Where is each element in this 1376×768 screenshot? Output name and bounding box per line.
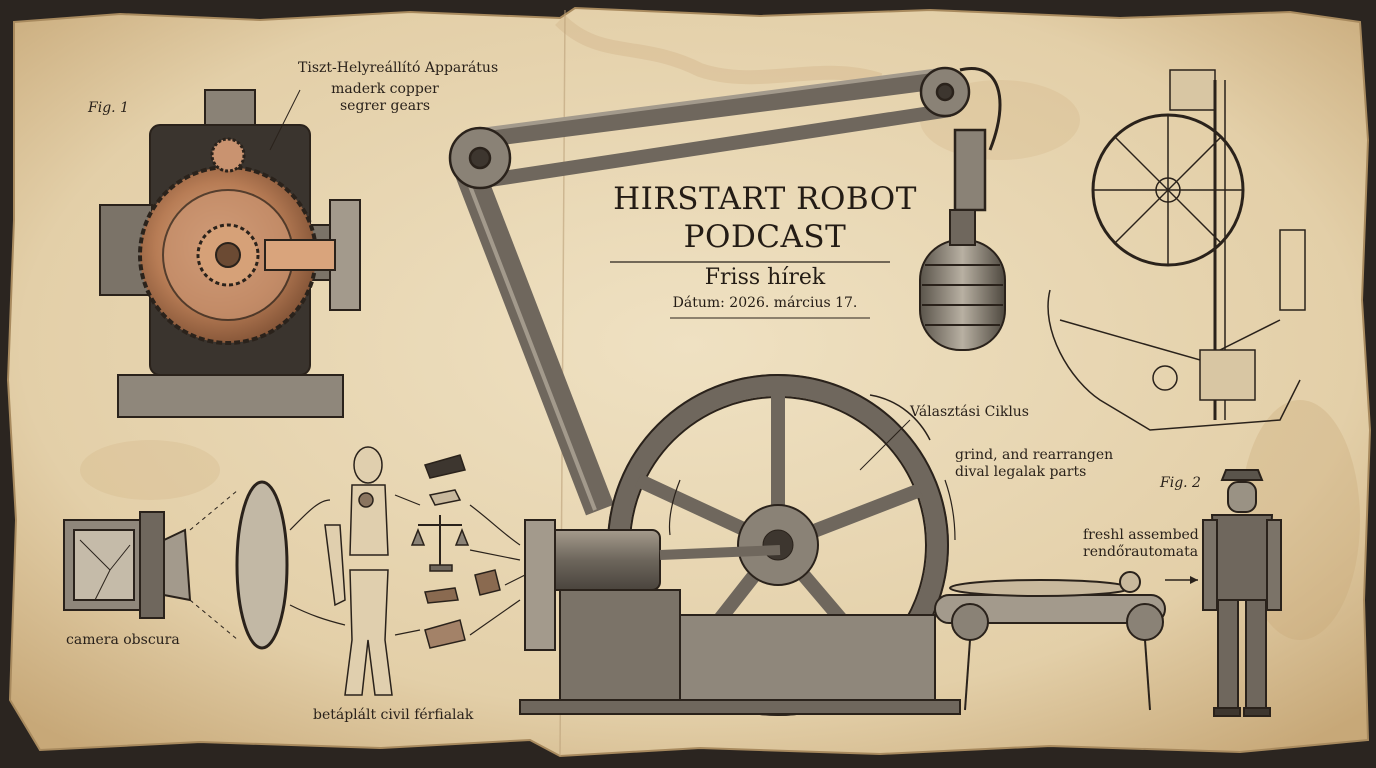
page-title: HIRSTART ROBOT PODCAST bbox=[613, 181, 917, 255]
cycle-label: Választási Ciklus bbox=[910, 404, 1029, 420]
fig-1-label: Fig. 1 bbox=[88, 100, 129, 116]
civilian-figure bbox=[324, 446, 393, 696]
parchment-background bbox=[6, 6, 1372, 758]
component-parts bbox=[410, 454, 501, 649]
camera-obscura-label: camera obscura bbox=[66, 632, 180, 648]
callout-line bbox=[859, 419, 911, 471]
conveyor-belt bbox=[934, 571, 1166, 711]
assembled-label: freshl assembed rendőrautomata bbox=[1083, 527, 1199, 560]
grind-label: grind, and rearrangen dival legalak part… bbox=[955, 447, 1114, 480]
fig-2-label: Fig. 2 bbox=[1160, 475, 1201, 491]
robot-policeman bbox=[1202, 469, 1282, 717]
paper-stain bbox=[80, 440, 220, 500]
machine-base bbox=[519, 519, 961, 715]
microphone bbox=[919, 209, 1006, 351]
gear-housing-diagram bbox=[99, 89, 361, 418]
copper-gears-label: maderk copper segrer gears bbox=[331, 81, 439, 114]
paper-stain bbox=[555, 14, 883, 87]
flow-arrows bbox=[289, 479, 956, 636]
arrow-head bbox=[1190, 576, 1198, 584]
apparatus-label: Tiszt-Helyreállító Apparátus bbox=[298, 60, 499, 76]
callout-line bbox=[269, 89, 301, 151]
date-label: Dátum: 2026. március 17. bbox=[672, 295, 858, 311]
robot-arm bbox=[448, 66, 1002, 516]
camera-obscura bbox=[63, 480, 289, 650]
subtitle: Friss hírek bbox=[704, 265, 826, 290]
civil-figure-label: betáplált civil férfialak bbox=[313, 707, 474, 723]
technical-sketch bbox=[1047, 69, 1306, 431]
